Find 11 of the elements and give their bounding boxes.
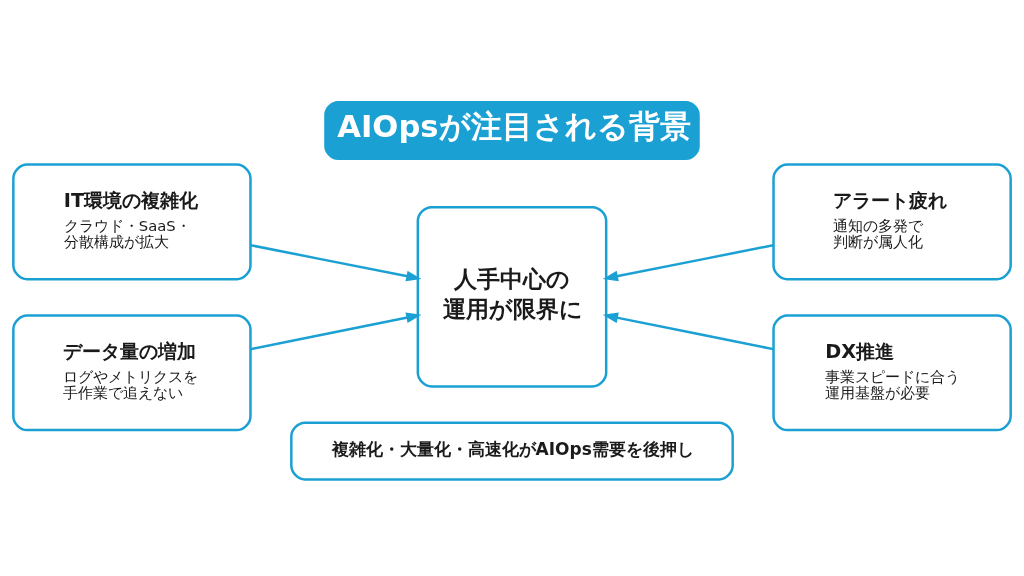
node-box: 複雑化・大量化・高速化がAIOps需要を後押し	[290, 421, 734, 481]
node-box: アラート疲れ 通知の多発で判断が属人化	[772, 163, 1012, 281]
node-box: DX推進 事業スピードに合う運用基盤が必要	[772, 314, 1012, 432]
arrow	[250, 243, 422, 282]
node-box: 人手中心の運用が限界に	[416, 205, 608, 388]
diagram-title: AIOpsが注目される背景	[337, 108, 691, 144]
node-box: IT環境の複雑化 クラウド・SaaS・分散構成が拡大	[12, 163, 252, 281]
arrow	[602, 312, 774, 351]
arrow	[602, 244, 774, 282]
node-box: データ量の増加 ログやメトリクスを手作業で追えない	[12, 314, 252, 432]
arrow	[250, 312, 422, 351]
